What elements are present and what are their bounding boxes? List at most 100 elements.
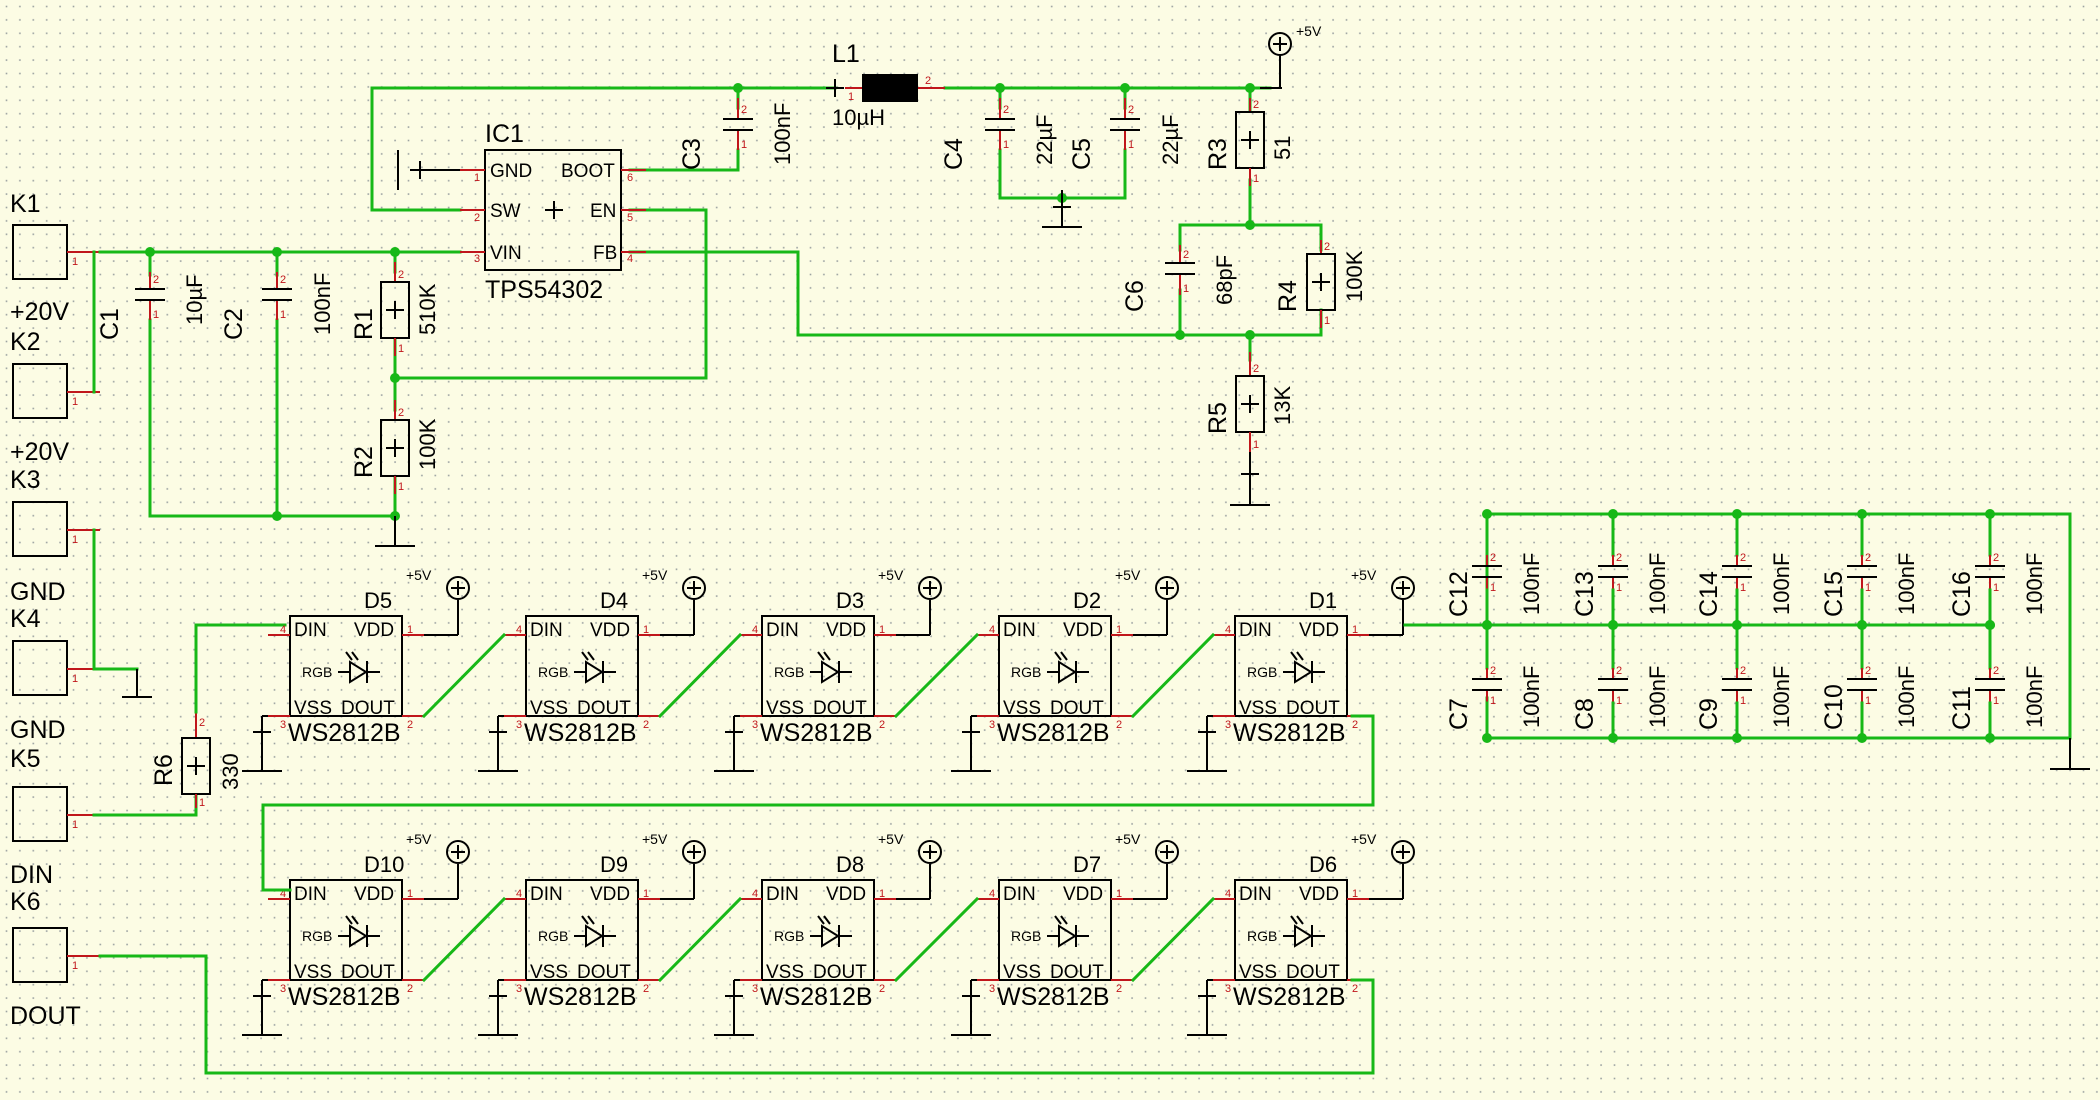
connector-k1[interactable]: K1 1 +20V [10, 190, 100, 326]
svg-text:1: 1 [280, 309, 286, 321]
data-chain-wire [421, 632, 507, 719]
led-pin-din: DIN [1003, 884, 1036, 905]
capacitor-c6[interactable]: 21 C6 68pF [1121, 245, 1237, 312]
led-part: WS2812B [997, 983, 1110, 1011]
connector-k5[interactable]: K5 1 DIN [10, 745, 100, 889]
svg-text:1: 1 [1116, 624, 1122, 636]
svg-text:4: 4 [280, 624, 286, 636]
connector-k2[interactable]: K2 1 +20V [10, 328, 100, 466]
capacitor-ref: C4 [940, 138, 968, 170]
led-pin-vss: VSS [766, 698, 804, 719]
svg-text:2: 2 [643, 719, 649, 731]
svg-text:1: 1 [398, 481, 404, 493]
capacitor-ref: C3 [678, 138, 706, 170]
led-pin-vdd: VDD [354, 884, 394, 905]
resistor-r4[interactable]: 21 R4 100K [1274, 240, 1367, 328]
resistor-r3[interactable]: 21 R3 51 [1204, 98, 1295, 186]
svg-text:1: 1 [72, 673, 78, 685]
led-pin-vdd: VDD [590, 620, 630, 641]
capacitor-value: 100nF [2022, 666, 2047, 728]
supply-symbol-icon: +5V [1260, 23, 1322, 89]
capacitor-c1[interactable]: 21 C1 10µF [96, 272, 207, 340]
capacitor-value: 100nF [1769, 553, 1794, 615]
capacitor-ref: C2 [220, 308, 248, 340]
connector-k3[interactable]: K3 1 GND [10, 466, 100, 606]
svg-text:1: 1 [1616, 695, 1622, 707]
resistor-value: 510K [415, 283, 440, 335]
capacitor-ref: C15 [1820, 571, 1848, 617]
led-pin-vdd: VDD [1063, 620, 1103, 641]
regulator-ic1[interactable]: IC1 123 654 GND SW VIN BOOT EN FB TPS543… [460, 120, 646, 304]
svg-text:2: 2 [879, 983, 885, 995]
capacitor-ref: C7 [1445, 698, 1473, 730]
svg-text:3: 3 [989, 719, 995, 731]
led-pin-vss: VSS [530, 698, 568, 719]
connector-k4[interactable]: K4 1 GND [10, 605, 100, 744]
led-part: WS2812B [288, 719, 401, 747]
svg-text:2: 2 [1352, 719, 1358, 731]
svg-text:4: 4 [1225, 624, 1231, 636]
svg-text:2: 2 [199, 717, 205, 729]
inductor-l1[interactable]: L1 12 10µH [826, 40, 945, 130]
led-ref: D10 [364, 852, 404, 877]
resistor-value: 100K [415, 418, 440, 470]
led-pin-din: DIN [530, 884, 563, 905]
supply-symbol-icon: +5V [1115, 831, 1179, 900]
led-pin-vss: VSS [1239, 698, 1277, 719]
ground-symbol-icon [714, 979, 754, 1036]
ic-pin-gnd: GND [490, 161, 532, 182]
capacitor-c2[interactable]: 21 C2 100nF [220, 272, 335, 340]
supply-symbol-icon: +5V [1115, 567, 1179, 636]
data-chain-wire [1130, 896, 1216, 983]
supply-label: +5V [1351, 567, 1377, 583]
capacitor-c3[interactable]: 21 C3 100nF [678, 98, 795, 170]
ground-symbol-icon [714, 715, 754, 772]
led-pin-din: DIN [1003, 620, 1036, 641]
capacitor-ref: C13 [1571, 571, 1599, 617]
led-icon [574, 651, 616, 684]
connector-net: +20V [10, 298, 69, 326]
capacitor-c4[interactable]: 21 C4 22µF [940, 98, 1057, 170]
resistor-r5[interactable]: 21 R5 13K [1204, 352, 1295, 452]
resistor-r1[interactable]: 21 R1 510K [350, 262, 440, 356]
led-ref: D2 [1073, 588, 1101, 613]
ic-pin-en: EN [590, 201, 616, 222]
svg-text:3: 3 [1225, 719, 1231, 731]
connector-ref: K2 [10, 328, 41, 356]
capacitor-c5[interactable]: 21 C5 22µF [1068, 98, 1183, 170]
connector-k6[interactable]: K6 1 DOUT [10, 888, 100, 1030]
svg-text:2: 2 [925, 75, 931, 87]
led-pin-vss: VSS [1239, 962, 1277, 983]
led-rgb-label: RGB [1011, 664, 1041, 680]
ground-symbol-icon [397, 150, 460, 190]
svg-text:3: 3 [989, 983, 995, 995]
led-pin-vss: VSS [1003, 698, 1041, 719]
svg-text:2: 2 [153, 274, 159, 286]
capacitor-value: 100nF [1894, 553, 1919, 615]
connector-net: DIN [10, 861, 53, 889]
led-pin-dout: DOUT [813, 962, 867, 983]
svg-text:3: 3 [516, 983, 522, 995]
resistor-r6[interactable]: 21 R6 330 [150, 710, 243, 809]
resistor-r2[interactable]: 21 R2 100K [350, 400, 440, 494]
svg-text:2: 2 [643, 983, 649, 995]
